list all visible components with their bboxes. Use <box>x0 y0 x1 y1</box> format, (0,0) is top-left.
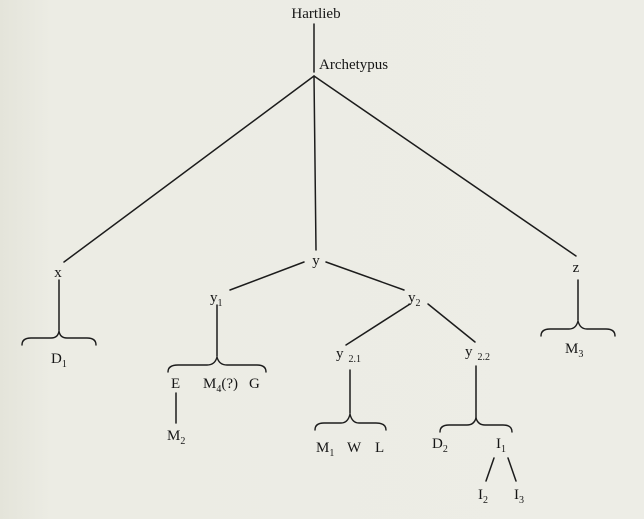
edge-y-y2 <box>325 261 405 291</box>
witness-d2-sub: 2 <box>443 444 448 455</box>
edge-archetypus-x <box>63 75 315 263</box>
witness-m2-base: M <box>167 428 180 444</box>
witness-m2-sub: 2 <box>180 436 185 447</box>
node-y2: y2 <box>408 290 421 309</box>
stemma-edges <box>58 23 579 482</box>
witness-i1-base: I <box>496 436 501 452</box>
witness-i2-sub: 2 <box>483 495 488 506</box>
witness-e: E <box>171 376 180 392</box>
witness-l: L <box>375 440 384 456</box>
brace-z-group <box>540 320 616 337</box>
witness-m3-base: M <box>565 341 578 357</box>
witness-m2: M2 <box>167 428 185 447</box>
brace-y1-group <box>167 356 267 373</box>
witness-m3: M3 <box>565 341 583 360</box>
brace-x-group <box>21 330 97 346</box>
witness-i2: I2 <box>478 487 488 506</box>
stemma-braces <box>21 320 616 433</box>
witness-m1-base: M <box>316 440 329 456</box>
stemma-labels: Hartlieb Archetypus x D1 y y1 E M4(?) G … <box>51 6 583 506</box>
node-y1-base: y <box>210 290 218 306</box>
node-y2-base: y <box>408 290 416 306</box>
witness-w: W <box>347 440 362 456</box>
edge-archetypus-y <box>313 75 317 251</box>
witness-g: G <box>249 376 260 392</box>
node-archetypus: Archetypus <box>319 57 388 73</box>
node-hartlieb: Hartlieb <box>291 6 340 22</box>
witness-d2: D2 <box>432 436 448 455</box>
node-y22-sub: 2.2 <box>478 352 491 363</box>
witness-d2-base: D <box>432 436 443 452</box>
node-y: y <box>312 253 320 269</box>
witness-m3-sub: 3 <box>578 349 583 360</box>
witness-d1: D1 <box>51 351 67 370</box>
edge-archetypus-z <box>313 75 577 257</box>
node-y22: y 2.2 <box>465 344 490 363</box>
brace-y22-group <box>439 417 513 433</box>
witness-m4-note: (?) <box>221 376 238 392</box>
witness-m1: M1 <box>316 440 334 459</box>
witness-i1-sub: 1 <box>501 444 506 455</box>
witness-i3-base: I <box>514 487 519 503</box>
witness-m4-base: M <box>203 376 216 392</box>
witness-m4: M4(?) <box>203 376 238 395</box>
witness-i3-sub: 3 <box>519 495 524 506</box>
witness-i2-base: I <box>478 487 483 503</box>
witness-m4-sub: 4 <box>216 384 221 395</box>
witness-m1-sub: 1 <box>329 448 334 459</box>
node-y22-base: y <box>465 344 473 360</box>
node-y2-sub: 2 <box>416 298 421 309</box>
brace-y21-group <box>314 413 387 431</box>
witness-i1: I1 <box>496 436 506 455</box>
edge-y2-y21 <box>345 303 411 346</box>
node-y21-sub: 2.1 <box>349 354 362 365</box>
edge-i1-i2 <box>485 457 495 482</box>
node-x: x <box>54 265 62 281</box>
witness-d1-sub: 1 <box>62 359 67 370</box>
witness-i3: I3 <box>514 487 524 506</box>
node-y1-sub: 1 <box>218 298 223 309</box>
witness-d1-base: D <box>51 351 62 367</box>
node-y21: y 2.1 <box>336 346 361 365</box>
node-y21-base: y <box>336 346 344 362</box>
edge-y-y1 <box>229 261 305 291</box>
edge-i1-i3 <box>507 457 517 482</box>
node-z: z <box>573 260 580 276</box>
edge-y2-y22 <box>427 303 476 343</box>
node-y1: y1 <box>210 290 223 309</box>
